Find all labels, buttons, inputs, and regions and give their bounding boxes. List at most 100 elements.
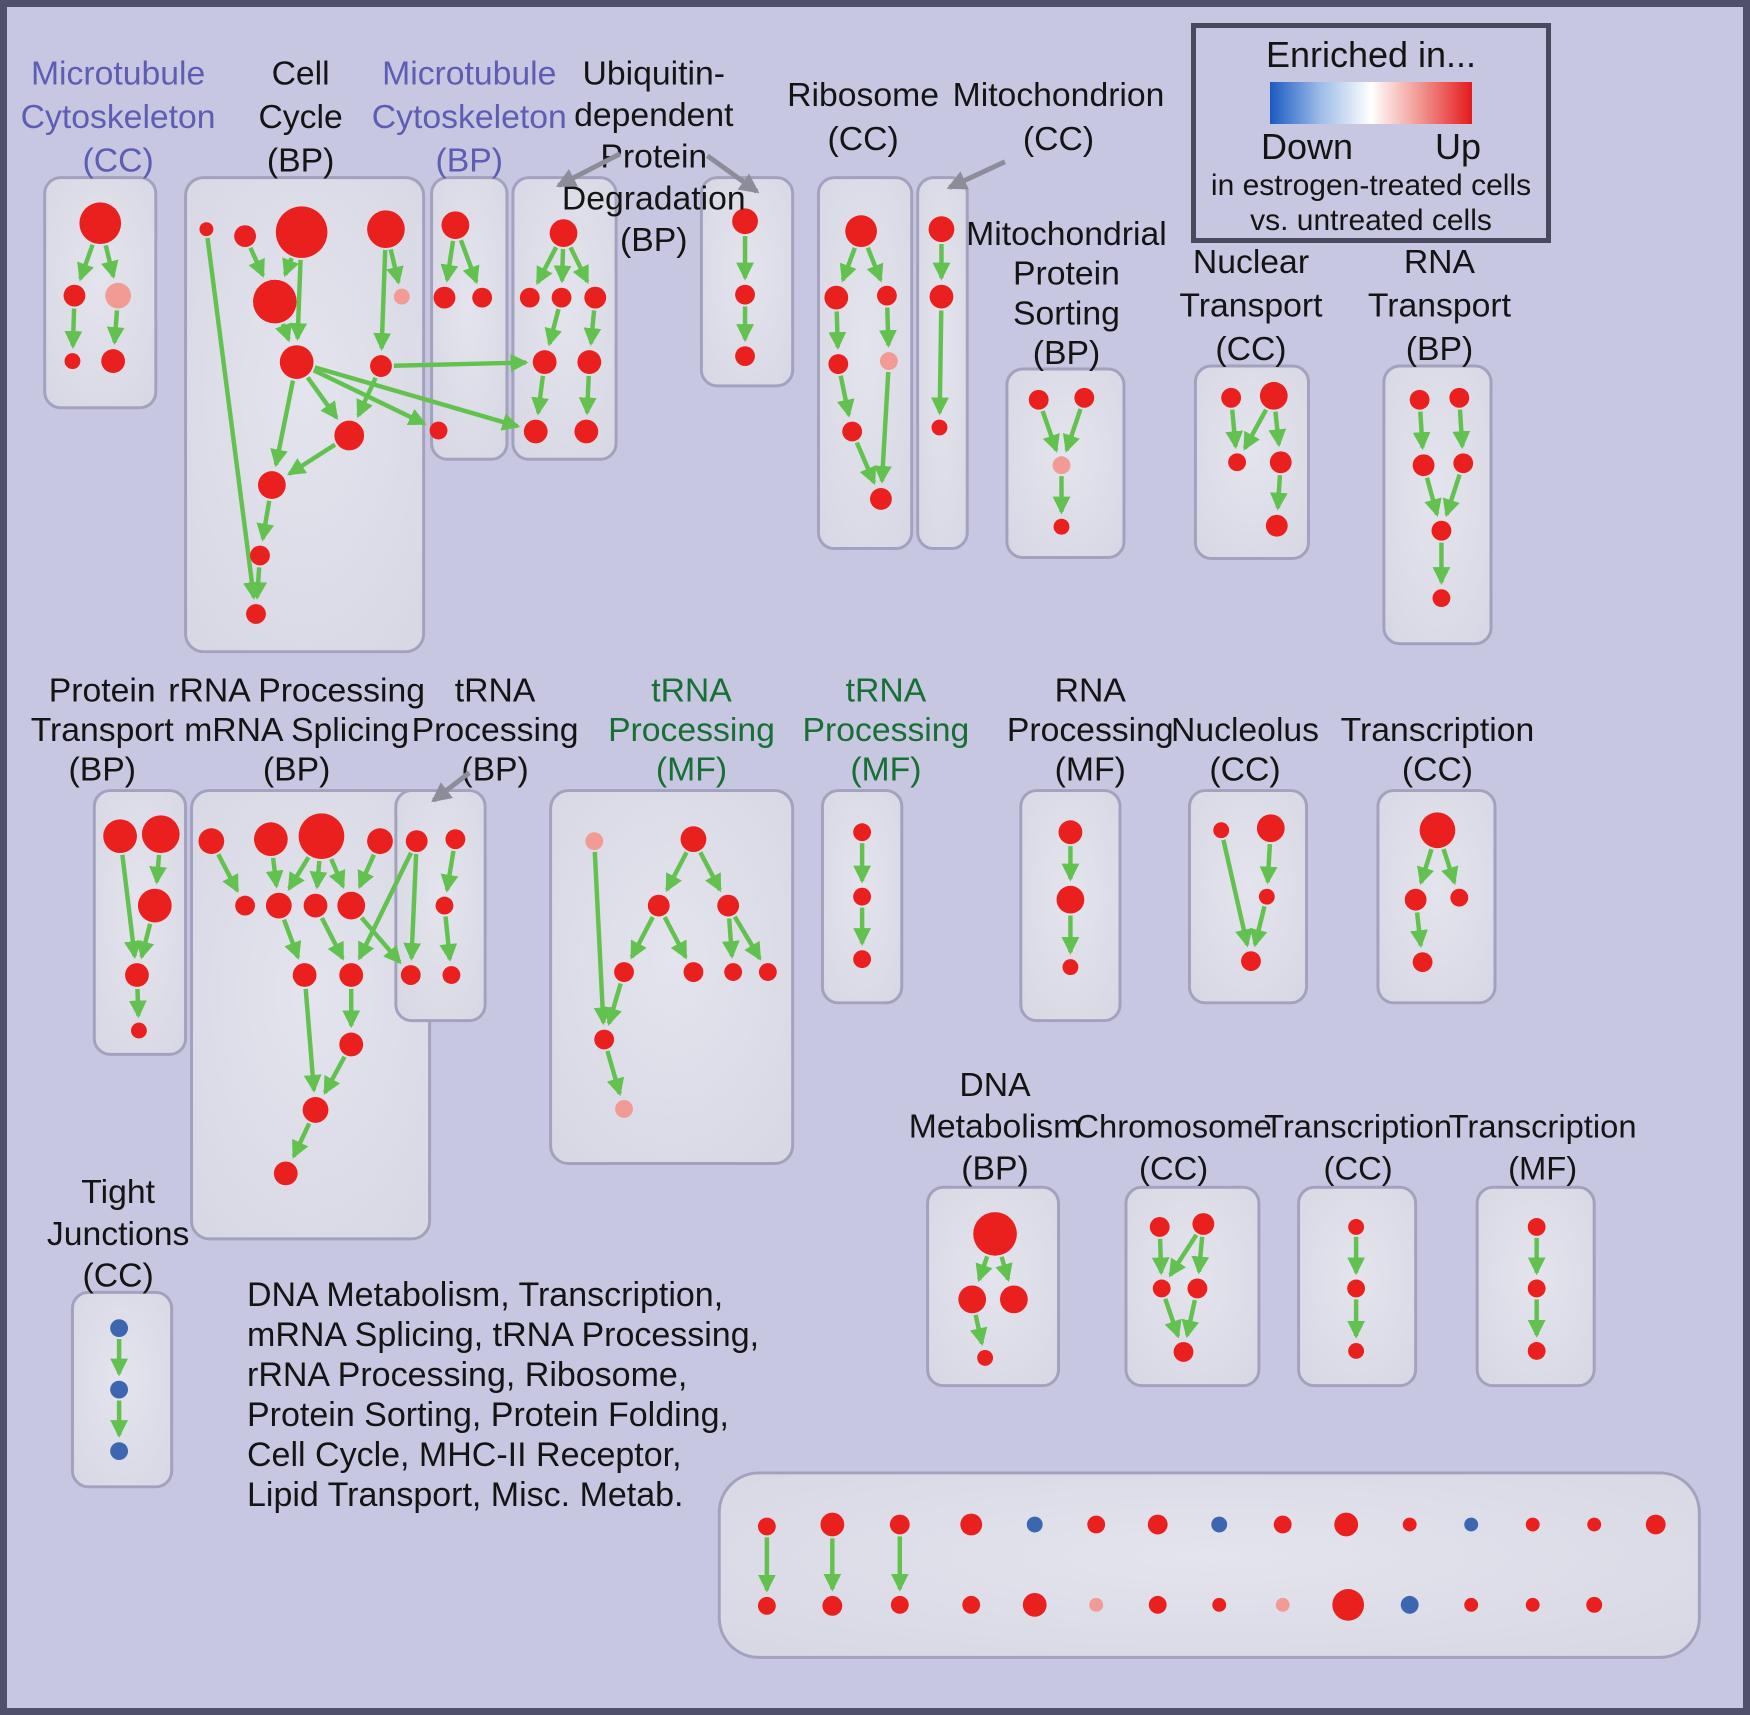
edge-arrow xyxy=(544,308,562,347)
go-node-tight-junctions-cc-1 xyxy=(110,1380,129,1399)
edge-arrow xyxy=(662,915,688,960)
go-node-misc-panel-14 xyxy=(1211,1516,1228,1533)
go-node-nuclear-transport-cc-2 xyxy=(1228,453,1247,472)
go-node-misc-panel-11 xyxy=(1089,1597,1104,1612)
go-node-mito-protein-sorting-0 xyxy=(1028,389,1049,410)
go-node-microtubule-cc-3 xyxy=(64,353,81,370)
go-node-microtubule-cc-2 xyxy=(105,282,131,309)
go-node-chromosome-cc-3 xyxy=(1187,1278,1208,1299)
go-node-protein-transport-bp-1 xyxy=(141,815,180,854)
edge-arrow xyxy=(969,1314,988,1346)
go-node-cell-cycle-9 xyxy=(257,471,286,499)
edge-arrow xyxy=(1452,409,1471,450)
go-node-ubiquitin-b-0 xyxy=(732,208,758,235)
cluster-label-mitochondrion-cc: Mitochondrion(CC) xyxy=(953,76,1165,158)
go-node-ribosome-cc-2 xyxy=(876,285,897,306)
cluster-box-microtubule-cc xyxy=(43,176,158,410)
label-pointer-arrow-3 xyxy=(431,770,471,803)
go-node-transcription-mf-2 xyxy=(1527,1342,1546,1360)
go-node-rrna-mrna-bp-7 xyxy=(337,891,366,920)
go-node-nuclear-transport-cc-0 xyxy=(1221,387,1242,408)
go-node-chromosome-cc-0 xyxy=(1149,1217,1170,1237)
edge-arrow xyxy=(373,249,392,351)
cluster-box-transcription-cc-1 xyxy=(1376,789,1497,1005)
edge-arrow xyxy=(1259,843,1278,885)
go-node-nucleolus-cc-2 xyxy=(1258,888,1275,905)
go-node-mitochondrion-cc-0 xyxy=(928,216,955,243)
edge-arrow xyxy=(205,237,261,600)
go-node-ubiquitin-a-0 xyxy=(549,219,578,248)
edge-arrow xyxy=(386,248,404,285)
go-node-trna-mf-1-9 xyxy=(615,1100,633,1118)
go-node-rna-transport-bp-5 xyxy=(1432,589,1451,608)
go-node-rna-transport-bp-2 xyxy=(1412,454,1435,477)
edge-arrow xyxy=(120,854,142,959)
edge-arrow xyxy=(1410,912,1428,949)
go-node-misc-panel-10 xyxy=(1087,1515,1106,1534)
legend-subtitle-1: in estrogen-treated cells xyxy=(1210,169,1532,202)
go-node-misc-panel-3 xyxy=(822,1595,843,1616)
edge-arrow xyxy=(629,915,655,960)
go-node-rna-transport-bp-1 xyxy=(1449,387,1470,408)
edge-arrow xyxy=(393,353,529,372)
go-node-ribosome-cc-1 xyxy=(824,285,849,310)
go-node-misc-panel-18 xyxy=(1334,1512,1359,1537)
edge-arrow xyxy=(1181,1299,1200,1339)
edge-arrow xyxy=(865,246,884,283)
go-node-misc-panel-5 xyxy=(890,1595,909,1614)
go-node-cell-cycle-0 xyxy=(199,222,214,237)
edge-arrow xyxy=(1242,408,1269,451)
edge-arrow xyxy=(1221,839,1253,948)
edge-arrow xyxy=(101,244,119,279)
go-node-nuclear-transport-cc-4 xyxy=(1265,514,1288,537)
cluster-box-dna-metabolism-bp xyxy=(926,1185,1061,1388)
go-node-nuclear-transport-cc-1 xyxy=(1259,381,1288,410)
go-node-cell-cycle-5 xyxy=(393,288,410,305)
edge-arrow xyxy=(265,857,284,889)
edge-arrow xyxy=(583,310,602,346)
edge-arrow xyxy=(248,246,265,278)
edge-arrow xyxy=(440,240,459,283)
go-node-dna-metabolism-bp-0 xyxy=(973,1212,1017,1256)
edge-arrow xyxy=(403,853,422,961)
go-node-transcription-cc-2-0 xyxy=(1348,1219,1365,1235)
cluster-box-misc-panel xyxy=(717,1471,1701,1659)
go-node-rrna-mrna-bp-10 xyxy=(339,1032,364,1057)
go-node-microtubule-bp-1 xyxy=(433,286,456,309)
edge-arrow xyxy=(287,856,311,891)
go-node-rrna-mrna-bp-1 xyxy=(254,822,288,857)
go-node-microtubule-bp-2 xyxy=(472,287,493,308)
go-node-trna-bp-0 xyxy=(405,830,428,853)
edge-arrow xyxy=(439,916,458,962)
edge-arrow xyxy=(281,918,302,960)
edge-arrow xyxy=(328,858,346,889)
go-node-rrna-mrna-bp-5 xyxy=(265,892,292,919)
go-node-trna-mf-2-0 xyxy=(853,823,872,842)
go-node-misc-panel-6 xyxy=(960,1513,983,1536)
go-node-transcription-cc-2-1 xyxy=(1347,1279,1366,1298)
go-node-protein-transport-bp-0 xyxy=(103,819,137,854)
go-node-misc-panel-24 xyxy=(1525,1517,1540,1532)
go-node-rrna-mrna-bp-3 xyxy=(367,828,393,855)
edge-arrow xyxy=(553,248,572,284)
go-node-rrna-mrna-bp-0 xyxy=(198,828,225,855)
go-node-transcription-cc-1-0 xyxy=(1419,812,1456,849)
edge-arrow xyxy=(698,851,722,893)
go-node-microtubule-cc-1 xyxy=(63,284,86,307)
go-node-microtubule-cc-4 xyxy=(101,349,126,373)
go-node-tight-junctions-cc-2 xyxy=(110,1442,129,1461)
edge-arrow xyxy=(1412,411,1431,451)
legend-title: Enriched in... xyxy=(1265,34,1477,75)
go-node-trna-mf-1-6 xyxy=(724,963,743,981)
edge-arrow xyxy=(879,307,897,348)
cluster-label-transcription-mf: Transcription(MF) xyxy=(1449,1108,1637,1187)
go-node-cell-cycle-4 xyxy=(253,279,297,324)
edge-arrow xyxy=(1225,409,1244,450)
go-node-trna-bp-4 xyxy=(442,966,461,984)
go-node-cell-cycle-3 xyxy=(367,210,405,249)
